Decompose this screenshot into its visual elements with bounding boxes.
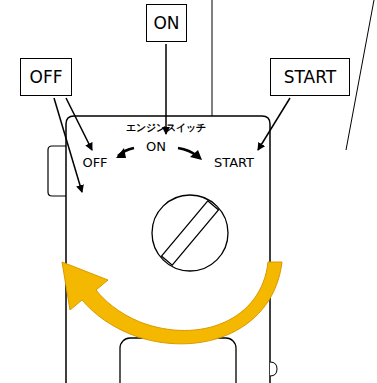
callout-box: ON [146, 4, 187, 42]
switch-position-label: OFF [82, 156, 107, 169]
panel-title: エンジンスイッチ [126, 123, 206, 133]
switch-position-label: ON [146, 140, 166, 153]
callout-text: ON [153, 15, 179, 32]
callout-box: START [270, 58, 350, 96]
callout-box: OFF [20, 58, 72, 96]
switch-position-label: START [214, 156, 254, 169]
callout-text: START [284, 69, 336, 86]
callout-text: OFF [30, 69, 63, 86]
